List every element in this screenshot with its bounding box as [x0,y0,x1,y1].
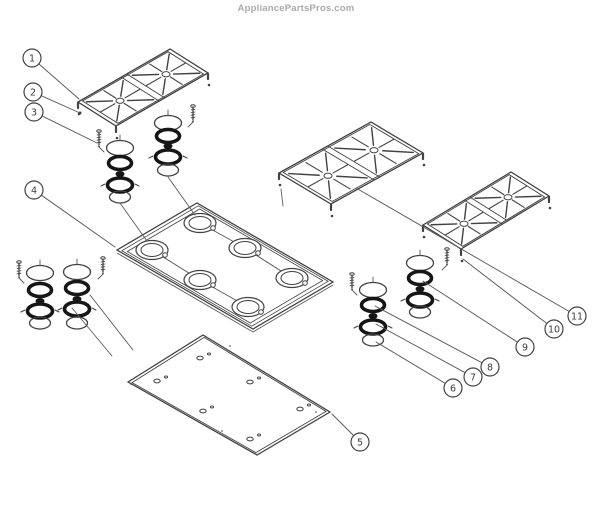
callout-9: 9 [422,280,535,357]
callout-3: 3 [24,102,98,144]
orifice [368,313,378,319]
gasket [28,316,52,330]
callout-number: 8 [487,362,493,373]
burner-stack [57,256,106,330]
callout-4: 4 [24,180,116,248]
gasket [361,333,385,347]
burner-ring [106,154,134,172]
burner-base [183,212,217,234]
burner-head [405,291,435,309]
callout-bubble [23,82,43,102]
burner-stack [148,104,196,177]
burner-stack [16,259,60,330]
watermark: AppliancePartsPros.com [237,3,355,14]
igniter-screw [96,129,105,153]
burner-base [275,267,309,289]
burner-base [231,296,265,318]
callout-8: 8 [374,305,500,377]
burner-grate-center [277,121,426,218]
callout-11: 11 [355,187,587,326]
callout-7: 7 [375,323,483,387]
burner-cap [405,254,435,272]
burner-cap [25,264,55,282]
callout-bubble [567,306,587,326]
callout-number: 7 [470,372,476,383]
callout-number: 6 [450,383,456,394]
burner-ring [26,281,54,299]
burner-stack [96,129,140,204]
orifice [163,143,173,149]
callout-5: 5 [331,413,370,452]
orifice [415,286,425,292]
burner-stack [400,247,450,319]
igniter-screw [97,256,106,280]
callout-bubble [22,48,42,68]
igniter-screw [16,260,25,284]
igniter-screw [187,104,196,128]
burner-stack [349,272,393,347]
callout-10: 10 [462,258,564,339]
callout-bubble [544,319,564,339]
callout-bubble [463,367,483,387]
orifice [115,171,125,177]
gasket [156,163,180,177]
callout-bubble [515,337,535,357]
maintop-panel [115,188,335,333]
callout-bubble [24,102,44,122]
burner-base [135,239,169,261]
gasket [408,305,432,319]
burner-head [153,148,183,166]
callout-number: 4 [31,185,37,196]
callout-6: 6 [375,341,463,398]
gasket [65,316,89,330]
callout-number: 2 [30,87,36,98]
callout-1: 1 [22,48,80,100]
callout-number: 11 [571,311,583,322]
burner-grate-left [76,48,211,140]
callout-number: 9 [522,342,528,353]
burner-base [228,237,262,259]
burner-ring [406,269,434,287]
callout-bubble [24,180,44,200]
burner-ring [154,127,182,145]
callout-bubble [443,378,463,398]
burner-base [183,269,217,291]
burner-cap [105,139,135,157]
burner-head [105,176,135,194]
burner-grate-right [421,171,552,263]
burner-ring [63,279,91,297]
callout-bubble [350,432,370,452]
burner-head [62,300,92,318]
burner-head [25,302,55,320]
burner-cap [62,263,92,281]
callout-bubble [480,357,500,377]
callout-number: 10 [548,324,560,335]
burner-box-bottom-panel [126,334,332,456]
callout-number: 5 [357,437,363,448]
callout-number: 3 [31,107,37,118]
igniter-screw [349,272,358,296]
burner-cap [358,281,388,299]
igniter-screw [441,247,450,271]
callout-2: 2 [23,82,82,115]
callout-number: 1 [29,53,35,64]
